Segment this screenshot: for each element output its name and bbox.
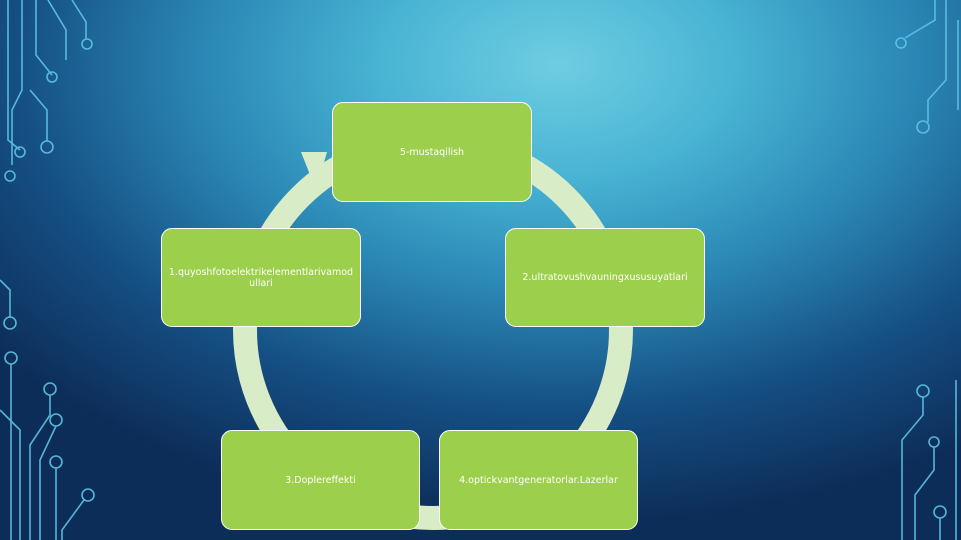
cycle-step-3-label: 3.Doplereffekti: [285, 474, 356, 486]
circuit-decoration-right: [895, 0, 959, 540]
cycle-step-1: 1.quyoshfotoelektrikelementlarivamodulla…: [161, 228, 361, 327]
cycle-step-4: 4.optickvantgeneratorlar.Lazerlar: [439, 430, 638, 530]
cycle-step-4-label: 4.optickvantgeneratorlar.Lazerlar: [459, 474, 618, 486]
cycle-step-2: 2.ultratovushvauningxususuyatlari: [505, 228, 705, 327]
cycle-step-3: 3.Doplereffekti: [221, 430, 420, 530]
circuit-decoration-left: [0, 0, 95, 540]
cycle-step-1-label: 1.quyoshfotoelektrikelementlarivamodulla…: [168, 266, 354, 289]
cycle-step-2-label: 2.ultratovushvauningxususuyatlari: [522, 272, 688, 283]
cycle-step-5-label: 5-mustaqilish: [399, 146, 465, 158]
cycle-step-5: 5-mustaqilish: [332, 102, 532, 202]
